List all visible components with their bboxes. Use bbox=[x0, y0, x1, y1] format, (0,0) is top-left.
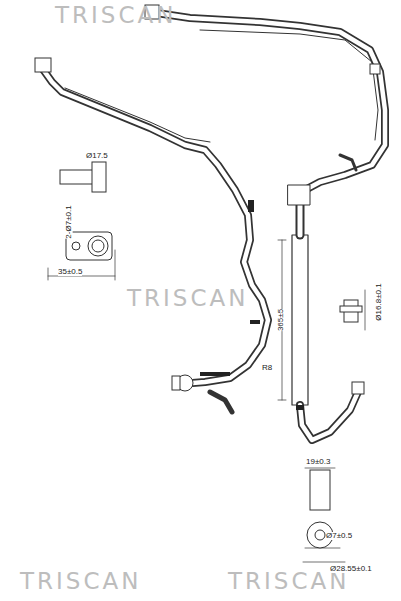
dimension-label: Ø28.55±0.1 bbox=[330, 565, 372, 573]
dimension-label: 19±0.3 bbox=[306, 458, 330, 466]
dimension-label: Ø17.5 bbox=[86, 152, 108, 160]
watermark: TRISCAN bbox=[127, 287, 248, 310]
dimension-label: 365±5 bbox=[277, 309, 285, 331]
watermark: TRISCAN bbox=[55, 4, 176, 27]
dimension-label: R8 bbox=[262, 364, 272, 372]
dimension-label: 35±0.5 bbox=[58, 268, 82, 276]
watermark: TRISCAN bbox=[228, 570, 349, 593]
watermark: TRISCAN bbox=[20, 570, 141, 593]
dimension-label: 2-Ø7±0.1 bbox=[65, 205, 73, 238]
dimension-label: Ø7±0.5 bbox=[326, 532, 352, 540]
dimension-label: Ø16.8±0.1 bbox=[375, 283, 383, 320]
